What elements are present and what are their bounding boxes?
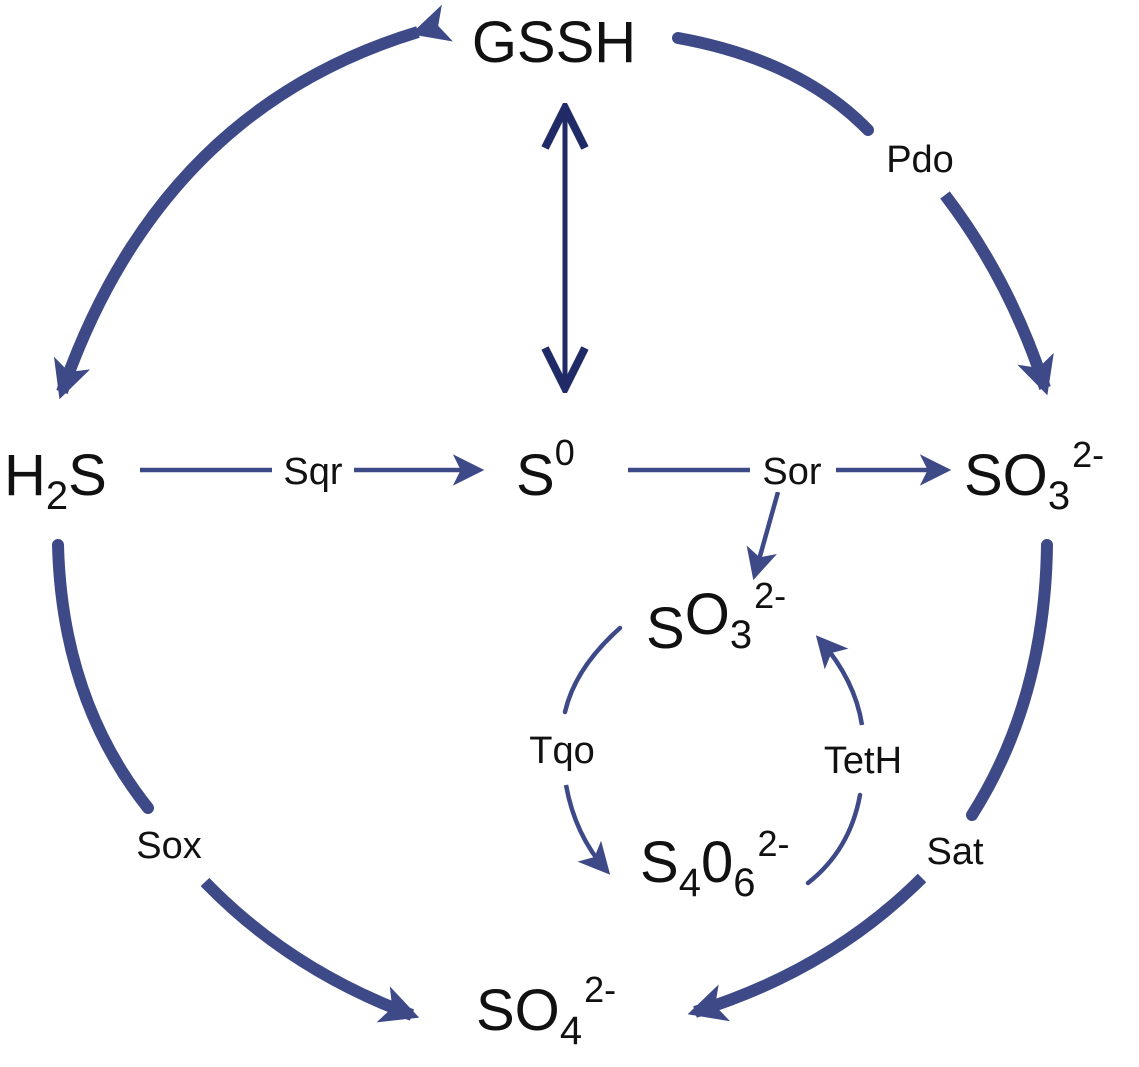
arc-teth-s2o3 <box>815 635 865 726</box>
sor-label-bg <box>750 448 836 492</box>
arc-s4o6-teth <box>805 792 863 886</box>
enzyme-teth: TetH <box>824 740 902 782</box>
enzyme-tqo: Tqo <box>529 730 594 772</box>
sqr-label-bg <box>272 448 354 492</box>
compound-s2o3: SO32- <box>646 575 786 661</box>
enzyme-sox: Sox <box>136 825 201 867</box>
arc-sat-so4 <box>687 873 927 1022</box>
arc-s2o3-tqo <box>562 625 623 715</box>
arc-so3-sat <box>966 539 1053 821</box>
compound-so3: SO32- <box>964 434 1104 518</box>
arc-tqo-s4o6 <box>563 784 611 875</box>
compound-so4: SO42- <box>476 969 616 1053</box>
arc-gssh-pdo <box>672 32 874 136</box>
arrow-sor-s2o3 <box>746 491 781 581</box>
compound-s0: S0 <box>516 432 575 508</box>
compound-h2s: H2S <box>4 443 107 518</box>
enzyme-sat: Sat <box>926 831 983 873</box>
arc-pdo-so3 <box>940 191 1054 396</box>
arc-sox-so4 <box>200 877 420 1023</box>
arc-h2s-sox <box>52 539 154 814</box>
compound-gssh: GSSH <box>472 10 636 75</box>
enzyme-pdo: Pdo <box>886 139 954 181</box>
arc-h2s-gssh <box>53 4 453 400</box>
enzyme-sor: Sor <box>762 451 821 493</box>
enzyme-sqr: Sqr <box>283 451 342 493</box>
compound-s4o6: S4062- <box>640 823 789 905</box>
